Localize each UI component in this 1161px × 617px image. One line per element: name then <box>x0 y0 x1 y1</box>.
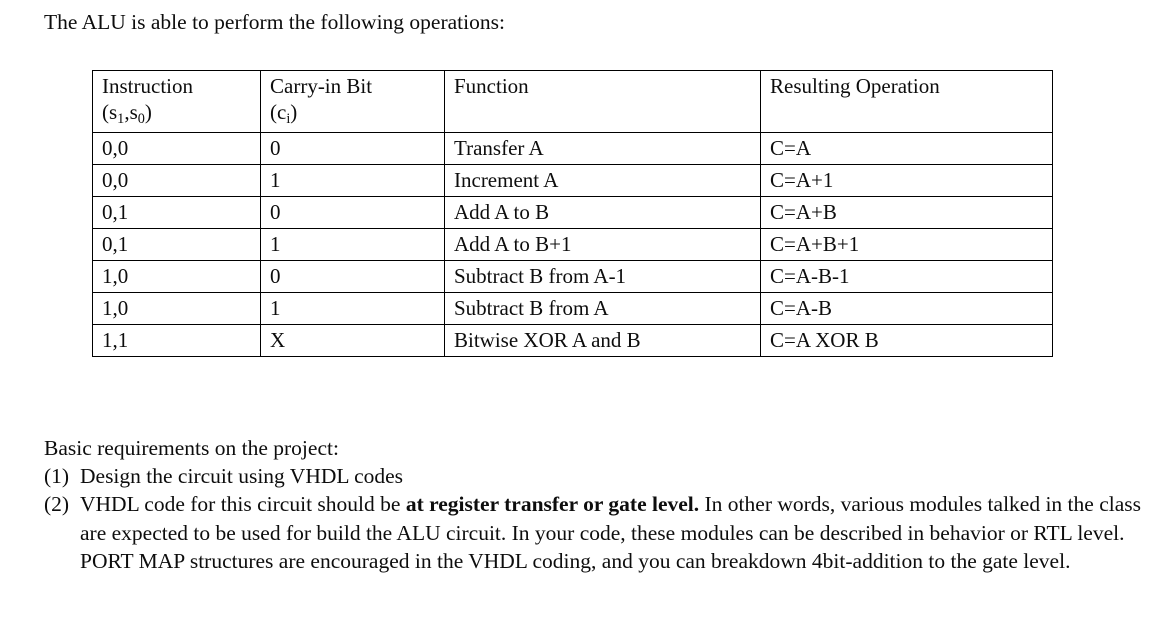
column-header-result-line1: Resulting Operation <box>770 74 940 98</box>
cell-function: Increment A <box>444 164 761 197</box>
cell-instruction: 1,0 <box>92 292 261 325</box>
cell-instruction: 0,1 <box>92 196 261 229</box>
intro-paragraph: The ALU is able to perform the following… <box>44 10 505 34</box>
requirement-marker: (2) <box>44 492 70 517</box>
alu-operations-table: Instruction (s1,s0) Carry-in Bit (ci) Fu… <box>92 70 1053 357</box>
table-row: 0,0 0 Transfer A C=A <box>92 132 1053 165</box>
cell-function: Subtract B from A-1 <box>444 260 761 293</box>
table-row: 1,0 1 Subtract B from A C=A-B <box>92 292 1053 325</box>
column-header-instruction-line1: Instruction <box>102 74 193 98</box>
requirement-marker: (1) <box>44 464 70 489</box>
cell-instruction: 1,1 <box>92 324 261 357</box>
cell-carry-in: 1 <box>260 164 445 197</box>
column-header-instruction-line2: (s1,s0) <box>102 100 152 127</box>
column-header-carry-in-bit: Carry-in Bit (ci) <box>260 70 445 133</box>
cell-resulting-operation: C=A XOR B <box>760 324 1053 357</box>
table-row: 0,0 1 Increment A C=A+1 <box>92 164 1053 197</box>
cell-resulting-operation: C=A <box>760 132 1053 165</box>
cell-resulting-operation: C=A-B <box>760 292 1053 325</box>
alu-operations-table-container: Instruction (s1,s0) Carry-in Bit (ci) Fu… <box>92 70 1053 357</box>
cell-carry-in: 1 <box>260 228 445 261</box>
cell-function: Add A to B <box>444 196 761 229</box>
cell-carry-in: X <box>260 324 445 357</box>
table-row: 0,1 0 Add A to B C=A+B <box>92 196 1053 229</box>
column-header-carry-line1: Carry-in Bit <box>270 74 373 98</box>
column-header-resulting-operation: Resulting Operation <box>760 70 1053 133</box>
cell-function: Bitwise XOR A and B <box>444 324 761 357</box>
column-header-carry-line2: (ci) <box>270 100 298 127</box>
cell-function: Subtract B from A <box>444 292 761 325</box>
cell-resulting-operation: C=A-B-1 <box>760 260 1053 293</box>
cell-carry-in: 1 <box>260 292 445 325</box>
table-row: 1,0 0 Subtract B from A-1 C=A-B-1 <box>92 260 1053 293</box>
requirement-item-2: (2) VHDL code for this circuit should be… <box>44 490 1154 575</box>
cell-resulting-operation: C=A+1 <box>760 164 1053 197</box>
column-header-instruction: Instruction (s1,s0) <box>92 70 261 133</box>
cell-function: Add A to B+1 <box>444 228 761 261</box>
cell-carry-in: 0 <box>260 132 445 165</box>
requirement-text: Design the circuit using VHDL codes <box>80 464 404 489</box>
cell-carry-in: 0 <box>260 196 445 229</box>
requirements-section: Basic requirements on the project: (1) D… <box>44 434 1154 575</box>
requirement-text: VHDL code for this circuit should be at … <box>80 492 1141 573</box>
cell-instruction: 0,0 <box>92 132 261 165</box>
table-row: 0,1 1 Add A to B+1 C=A+B+1 <box>92 228 1053 261</box>
requirement-item-1: (1) Design the circuit using VHDL codes <box>44 462 1154 490</box>
cell-instruction: 0,1 <box>92 228 261 261</box>
cell-resulting-operation: C=A+B <box>760 196 1053 229</box>
cell-instruction: 0,0 <box>92 164 261 197</box>
table-header-row: Instruction (s1,s0) Carry-in Bit (ci) Fu… <box>92 70 1053 133</box>
cell-function: Transfer A <box>444 132 761 165</box>
requirements-heading: Basic requirements on the project: <box>44 436 339 460</box>
cell-resulting-operation: C=A+B+1 <box>760 228 1053 261</box>
cell-instruction: 1,0 <box>92 260 261 293</box>
column-header-function: Function <box>444 70 761 133</box>
cell-carry-in: 0 <box>260 260 445 293</box>
table-row: 1,1 X Bitwise XOR A and B C=A XOR B <box>92 324 1053 357</box>
column-header-function-line1: Function <box>454 74 529 98</box>
